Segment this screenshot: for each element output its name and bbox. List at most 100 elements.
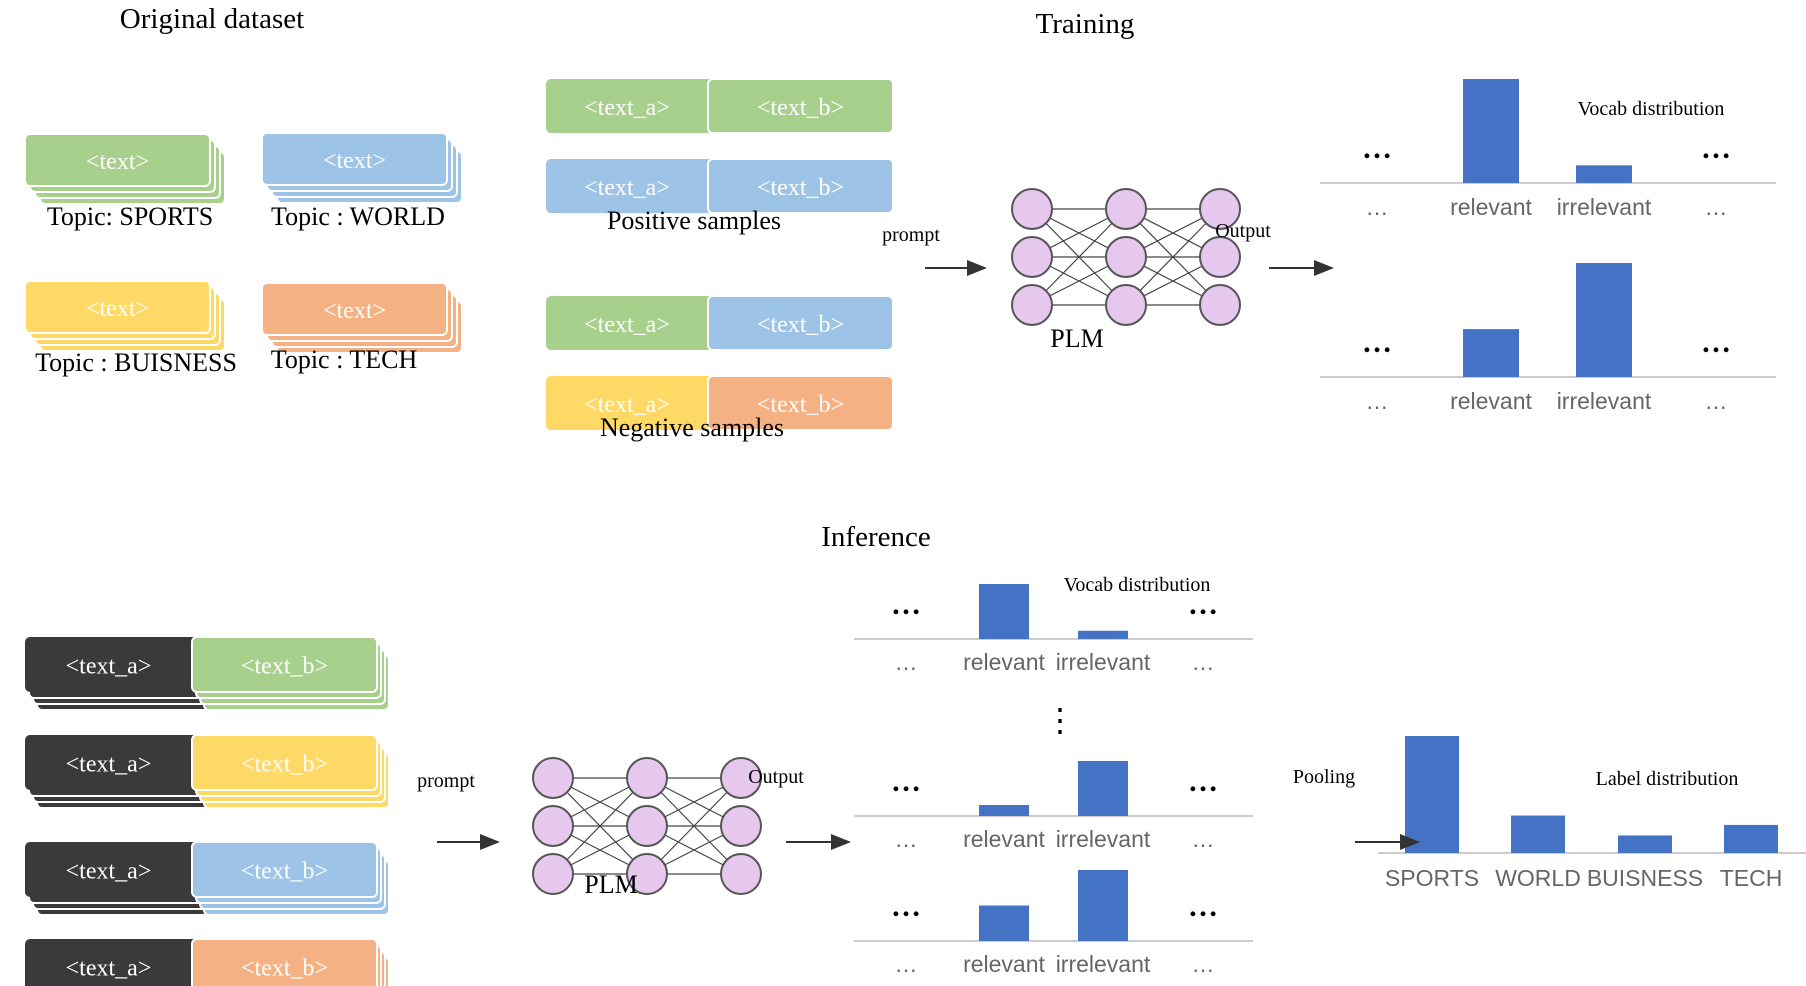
training-plm-network-node xyxy=(1105,284,1147,326)
inference-stack-1-a-text: <text_a> xyxy=(66,752,152,778)
training-plm-network-node xyxy=(1199,188,1241,230)
training-vocab-chart-0-tick-3: … xyxy=(1705,194,1728,220)
inference-stack-2-b-text: <text_b> xyxy=(241,859,328,885)
inference-stack-3: <text_a> <text_b> xyxy=(25,938,390,986)
label-bar-tech xyxy=(1724,824,1778,853)
training-vocab-chart-1-dots-left: … xyxy=(1362,326,1392,359)
inference-title: Inference xyxy=(821,521,930,553)
inference-vocab-chart-2-dots-right: … xyxy=(1188,890,1218,923)
label-bar-sports xyxy=(1405,736,1459,853)
topic-label-world: Topic : WORLD xyxy=(271,202,445,231)
inference-plm-label: PLM xyxy=(584,870,637,899)
training-vocab-chart-1-bar-relevant xyxy=(1463,329,1519,377)
training-vocab-title: Vocab distribution xyxy=(1578,98,1725,120)
negative-pair-0-b-text: <text_b> xyxy=(757,312,844,338)
inference-plm-network-node xyxy=(532,805,574,847)
topic-card-0: <text> xyxy=(24,133,226,205)
inference-stack-1-a xyxy=(25,735,212,790)
training-vocab-chart-0-dots-left: … xyxy=(1362,132,1392,165)
pooling-label: Pooling xyxy=(1293,766,1355,788)
training-plm-network-node xyxy=(1105,188,1147,230)
negative-pair-1-a-text: <text_a> xyxy=(584,392,670,418)
label-tick-buisness: BUISNESS xyxy=(1587,865,1703,891)
label-tick-sports: SPORTS xyxy=(1385,865,1479,891)
training-vocab-chart-1-tick-0: … xyxy=(1366,388,1389,414)
training-vocab-chart-1-tick-2: irrelevant xyxy=(1557,388,1652,414)
inference-vocab-chart-0-bar-irrelevant xyxy=(1078,630,1128,639)
inference-stack-1-b xyxy=(191,734,378,791)
label-bar-buisness xyxy=(1618,835,1672,853)
topic-card-2-front xyxy=(24,280,211,334)
topic-label-tech: Topic : TECH xyxy=(271,345,418,374)
training-prompt-label: prompt xyxy=(882,224,940,246)
training-vocab-chart-1-dots-right: … xyxy=(1701,326,1731,359)
inference-vocab-chart-2-tick-3: … xyxy=(1192,951,1215,977)
inference-stack-1-b-text: <text_b> xyxy=(241,752,328,778)
training-plm-network-node xyxy=(1011,284,1053,326)
inference-plm-network-node xyxy=(720,757,762,799)
inference-vocab-chart-2-bar-relevant xyxy=(979,905,1029,941)
inference-stack-2: <text_a> <text_b> xyxy=(25,841,390,916)
positive-pair-1-a xyxy=(546,159,728,213)
negative-pair-1-a xyxy=(546,376,728,430)
inference-stack-3-b-text: <text_b> xyxy=(241,956,328,982)
inference-plm-network-node xyxy=(626,853,668,895)
inference-vocab-chart-2-tick-0: … xyxy=(895,951,918,977)
inference-plm-network-node xyxy=(532,757,574,799)
inference-stack-0-b-text: <text_b> xyxy=(241,654,328,680)
positive-pair-1-b-text: <text_b> xyxy=(757,175,844,201)
inference-stack-0-a-text: <text_a> xyxy=(66,654,152,680)
training-plm-network-node xyxy=(1199,284,1241,326)
label-tick-tech: TECH xyxy=(1720,865,1783,891)
negative-pair-0: <text_a> <text_b> xyxy=(546,295,894,351)
inference-plm-network-node xyxy=(626,805,668,847)
inference-vocab-chart-1-tick-3: … xyxy=(1192,826,1215,852)
positive-pair-1: <text_a> <text_b> xyxy=(546,158,894,214)
inference-stack-1: <text_a> <text_b> xyxy=(25,734,390,809)
topic-card-1-front xyxy=(261,132,448,186)
training-plm-network-edge xyxy=(1031,208,1127,306)
training-vocab-chart-0-tick-1: relevant xyxy=(1450,194,1532,220)
label-bar-world xyxy=(1511,815,1565,853)
inference-vocab-chart-1-bar-irrelevant xyxy=(1078,761,1128,816)
inference-plm-network-node xyxy=(532,853,574,895)
training-vocab-chart-0-tick-2: irrelevant xyxy=(1557,194,1652,220)
training-vocab-chart-0: … relevant irrelevant … … … xyxy=(1320,79,1776,220)
inference-stack-3-a-text: <text_a> xyxy=(66,956,152,982)
training-vocab-chart-0-dots-right: … xyxy=(1701,132,1731,165)
positive-pair-1-a-text: <text_a> xyxy=(584,175,670,201)
inference-stack-2-a-text: <text_a> xyxy=(66,859,152,885)
negative-pair-0-a-text: <text_a> xyxy=(584,312,670,338)
inference-vocab-chart-0-tick-1: relevant xyxy=(963,649,1045,675)
inference-vocab-chart-2-dots-left: … xyxy=(891,890,921,923)
training-vocab-chart-0-tick-0: … xyxy=(1366,194,1389,220)
inference-vocab-chart-0-tick-2: irrelevant xyxy=(1056,649,1151,675)
inference-vocab-chart-1-dots-right: … xyxy=(1188,765,1218,798)
training-plm-network-node xyxy=(1011,188,1053,230)
topic-card-1-text: <text> xyxy=(323,148,386,174)
negative-pair-1-b-text: <text_b> xyxy=(757,392,844,418)
training-title: Training xyxy=(1036,8,1135,40)
inference-output-label: Output xyxy=(748,766,804,788)
negative-samples-label: Negative samples xyxy=(600,413,784,442)
inference-vdots: ⋮ xyxy=(1044,702,1076,738)
topic-label-sports: Topic: SPORTS xyxy=(47,202,213,231)
negative-pair-0-b xyxy=(707,295,894,351)
inference-vocab-chart-1-tick-2: irrelevant xyxy=(1056,826,1151,852)
training-plm-network-edge xyxy=(1125,208,1221,306)
inference-prompt-label: prompt xyxy=(417,770,475,792)
training-plm-network xyxy=(1011,188,1241,326)
inference-stack-2-a xyxy=(25,842,212,897)
positive-pair-0-a-text: <text_a> xyxy=(584,95,670,121)
inference-vocab-chart-0-dots-left: … xyxy=(891,588,921,621)
label-distribution-title: Label distribution xyxy=(1596,768,1739,790)
inference-vocab-chart-0-bar-relevant xyxy=(979,584,1029,639)
training-plm-network-node xyxy=(1011,236,1053,278)
positive-pair-0-a xyxy=(546,79,728,133)
inference-plm-network-node xyxy=(626,757,668,799)
